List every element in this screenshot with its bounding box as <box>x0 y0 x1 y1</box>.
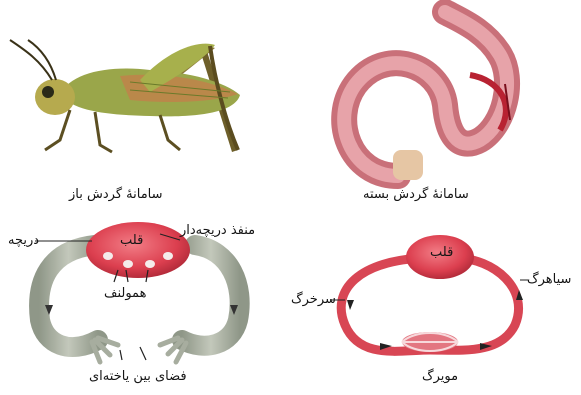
closed-system-caption: سامانهٔ گردش بسته <box>363 187 469 202</box>
closed-heart-label: قلب <box>430 245 453 260</box>
closed-artery-label: سرخرگ <box>291 292 336 307</box>
open-heart-label: قلب <box>120 233 143 248</box>
closed-vein-label: سیاهرگ <box>527 272 571 287</box>
open-valved-opening-label: منفذ دریچه‌دار <box>180 223 255 238</box>
grasshopper-illustration <box>10 40 240 152</box>
right-gray-vessel <box>182 245 240 346</box>
open-system-caption: سامانهٔ گردش باز <box>69 187 163 202</box>
earthworm-illustration <box>344 12 510 180</box>
closed-capillary-label: مویرگ <box>422 369 458 384</box>
open-hemolymph-label: همولنف <box>104 286 146 301</box>
open-valve-label: دریچه <box>8 233 39 248</box>
capillary-bundle <box>402 332 458 352</box>
left-gray-vessel <box>39 245 98 347</box>
closed-circulation-diagram <box>330 235 528 352</box>
open-interstitial-label: فضای بین یاخته‌ای <box>89 369 187 384</box>
open-heart-shape <box>86 222 190 278</box>
